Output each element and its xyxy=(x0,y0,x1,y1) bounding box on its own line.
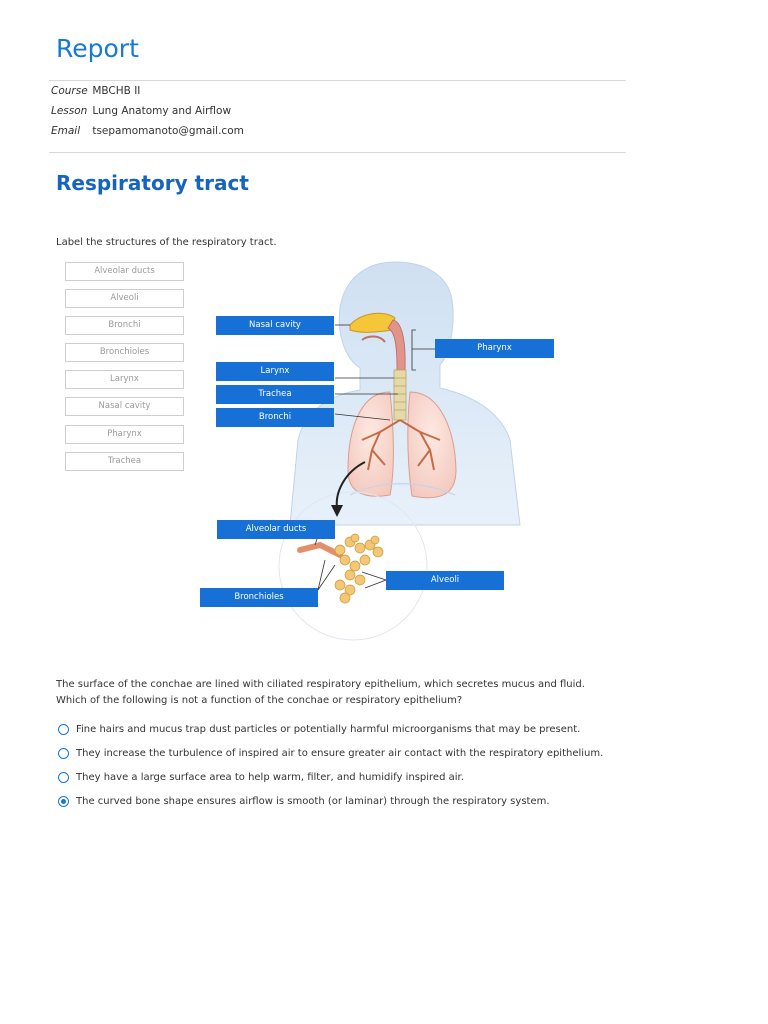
option-bronchi[interactable]: Bronchi xyxy=(65,316,184,335)
labeling-prompt: Label the structures of the respiratory … xyxy=(56,237,277,248)
answer-text: They increase the turbulence of inspired… xyxy=(76,748,604,759)
label-alveolar-ducts[interactable]: Alveolar ducts xyxy=(217,520,335,539)
bronchial-tree xyxy=(361,419,441,471)
meta-email: Email tsepamomanoto@gmail.com xyxy=(51,125,244,137)
label-nasal-cavity[interactable]: Nasal cavity xyxy=(216,316,334,335)
label-larynx[interactable]: Larynx xyxy=(216,362,334,381)
question-text: The surface of the conchae are lined wit… xyxy=(56,679,585,706)
answer-text: They have a large surface area to help w… xyxy=(76,772,464,783)
answer-text: The curved bone shape ensures airflow is… xyxy=(76,796,550,807)
meta-key: Lesson xyxy=(51,105,88,117)
answer-option-2[interactable]: They increase the turbulence of inspired… xyxy=(58,748,603,759)
meta-course: Course MBCHB II xyxy=(51,85,140,97)
zoom-arrow xyxy=(335,461,366,509)
label-bronchioles[interactable]: Bronchioles xyxy=(200,588,318,607)
option-trachea[interactable]: Trachea xyxy=(65,452,184,471)
magnifier-circle xyxy=(278,491,428,641)
option-bronchioles[interactable]: Bronchioles xyxy=(65,343,184,362)
diaphragm-line xyxy=(349,483,456,496)
arrow-head-icon xyxy=(331,505,343,517)
report-title: Report xyxy=(56,34,139,63)
divider xyxy=(49,152,626,153)
answer-text: Fine hairs and mucus trap dust particles… xyxy=(76,724,581,735)
answer-option-4[interactable]: The curved bone shape ensures airflow is… xyxy=(58,796,550,807)
meta-lesson: Lesson Lung Anatomy and Airflow xyxy=(51,105,231,117)
label-alveoli[interactable]: Alveoli xyxy=(386,571,504,590)
bronchiole-shape xyxy=(297,541,343,558)
section-heading: Respiratory tract xyxy=(56,171,249,195)
mouth-shape xyxy=(361,335,386,343)
divider xyxy=(49,80,626,81)
meta-value: tsepamomanoto@gmail.com xyxy=(92,125,244,137)
label-pharynx[interactable]: Pharynx xyxy=(435,339,554,358)
radio-button-selected-icon[interactable] xyxy=(58,796,69,807)
option-larynx[interactable]: Larynx xyxy=(65,370,184,389)
meta-key: Email xyxy=(51,125,81,137)
alveoli-cluster xyxy=(334,533,384,604)
option-pharynx[interactable]: Pharynx xyxy=(65,425,184,444)
radio-button-icon[interactable] xyxy=(58,724,69,735)
meta-key: Course xyxy=(51,85,88,97)
radio-button-icon[interactable] xyxy=(58,772,69,783)
label-bronchi[interactable]: Bronchi xyxy=(216,408,334,427)
option-nasal-cavity[interactable]: Nasal cavity xyxy=(65,397,184,416)
trachea-shape xyxy=(393,369,407,421)
radio-button-icon[interactable] xyxy=(58,748,69,759)
right-lung-shape xyxy=(407,391,457,499)
answer-option-1[interactable]: Fine hairs and mucus trap dust particles… xyxy=(58,724,580,735)
meta-value: MBCHB II xyxy=(92,85,141,97)
meta-value: Lung Anatomy and Airflow xyxy=(92,105,232,117)
option-alveolar-ducts[interactable]: Alveolar ducts xyxy=(65,262,184,281)
option-alveoli[interactable]: Alveoli xyxy=(65,289,184,308)
leader-lines xyxy=(314,324,435,591)
label-trachea[interactable]: Trachea xyxy=(216,385,334,404)
answer-option-3[interactable]: They have a large surface area to help w… xyxy=(58,772,464,783)
